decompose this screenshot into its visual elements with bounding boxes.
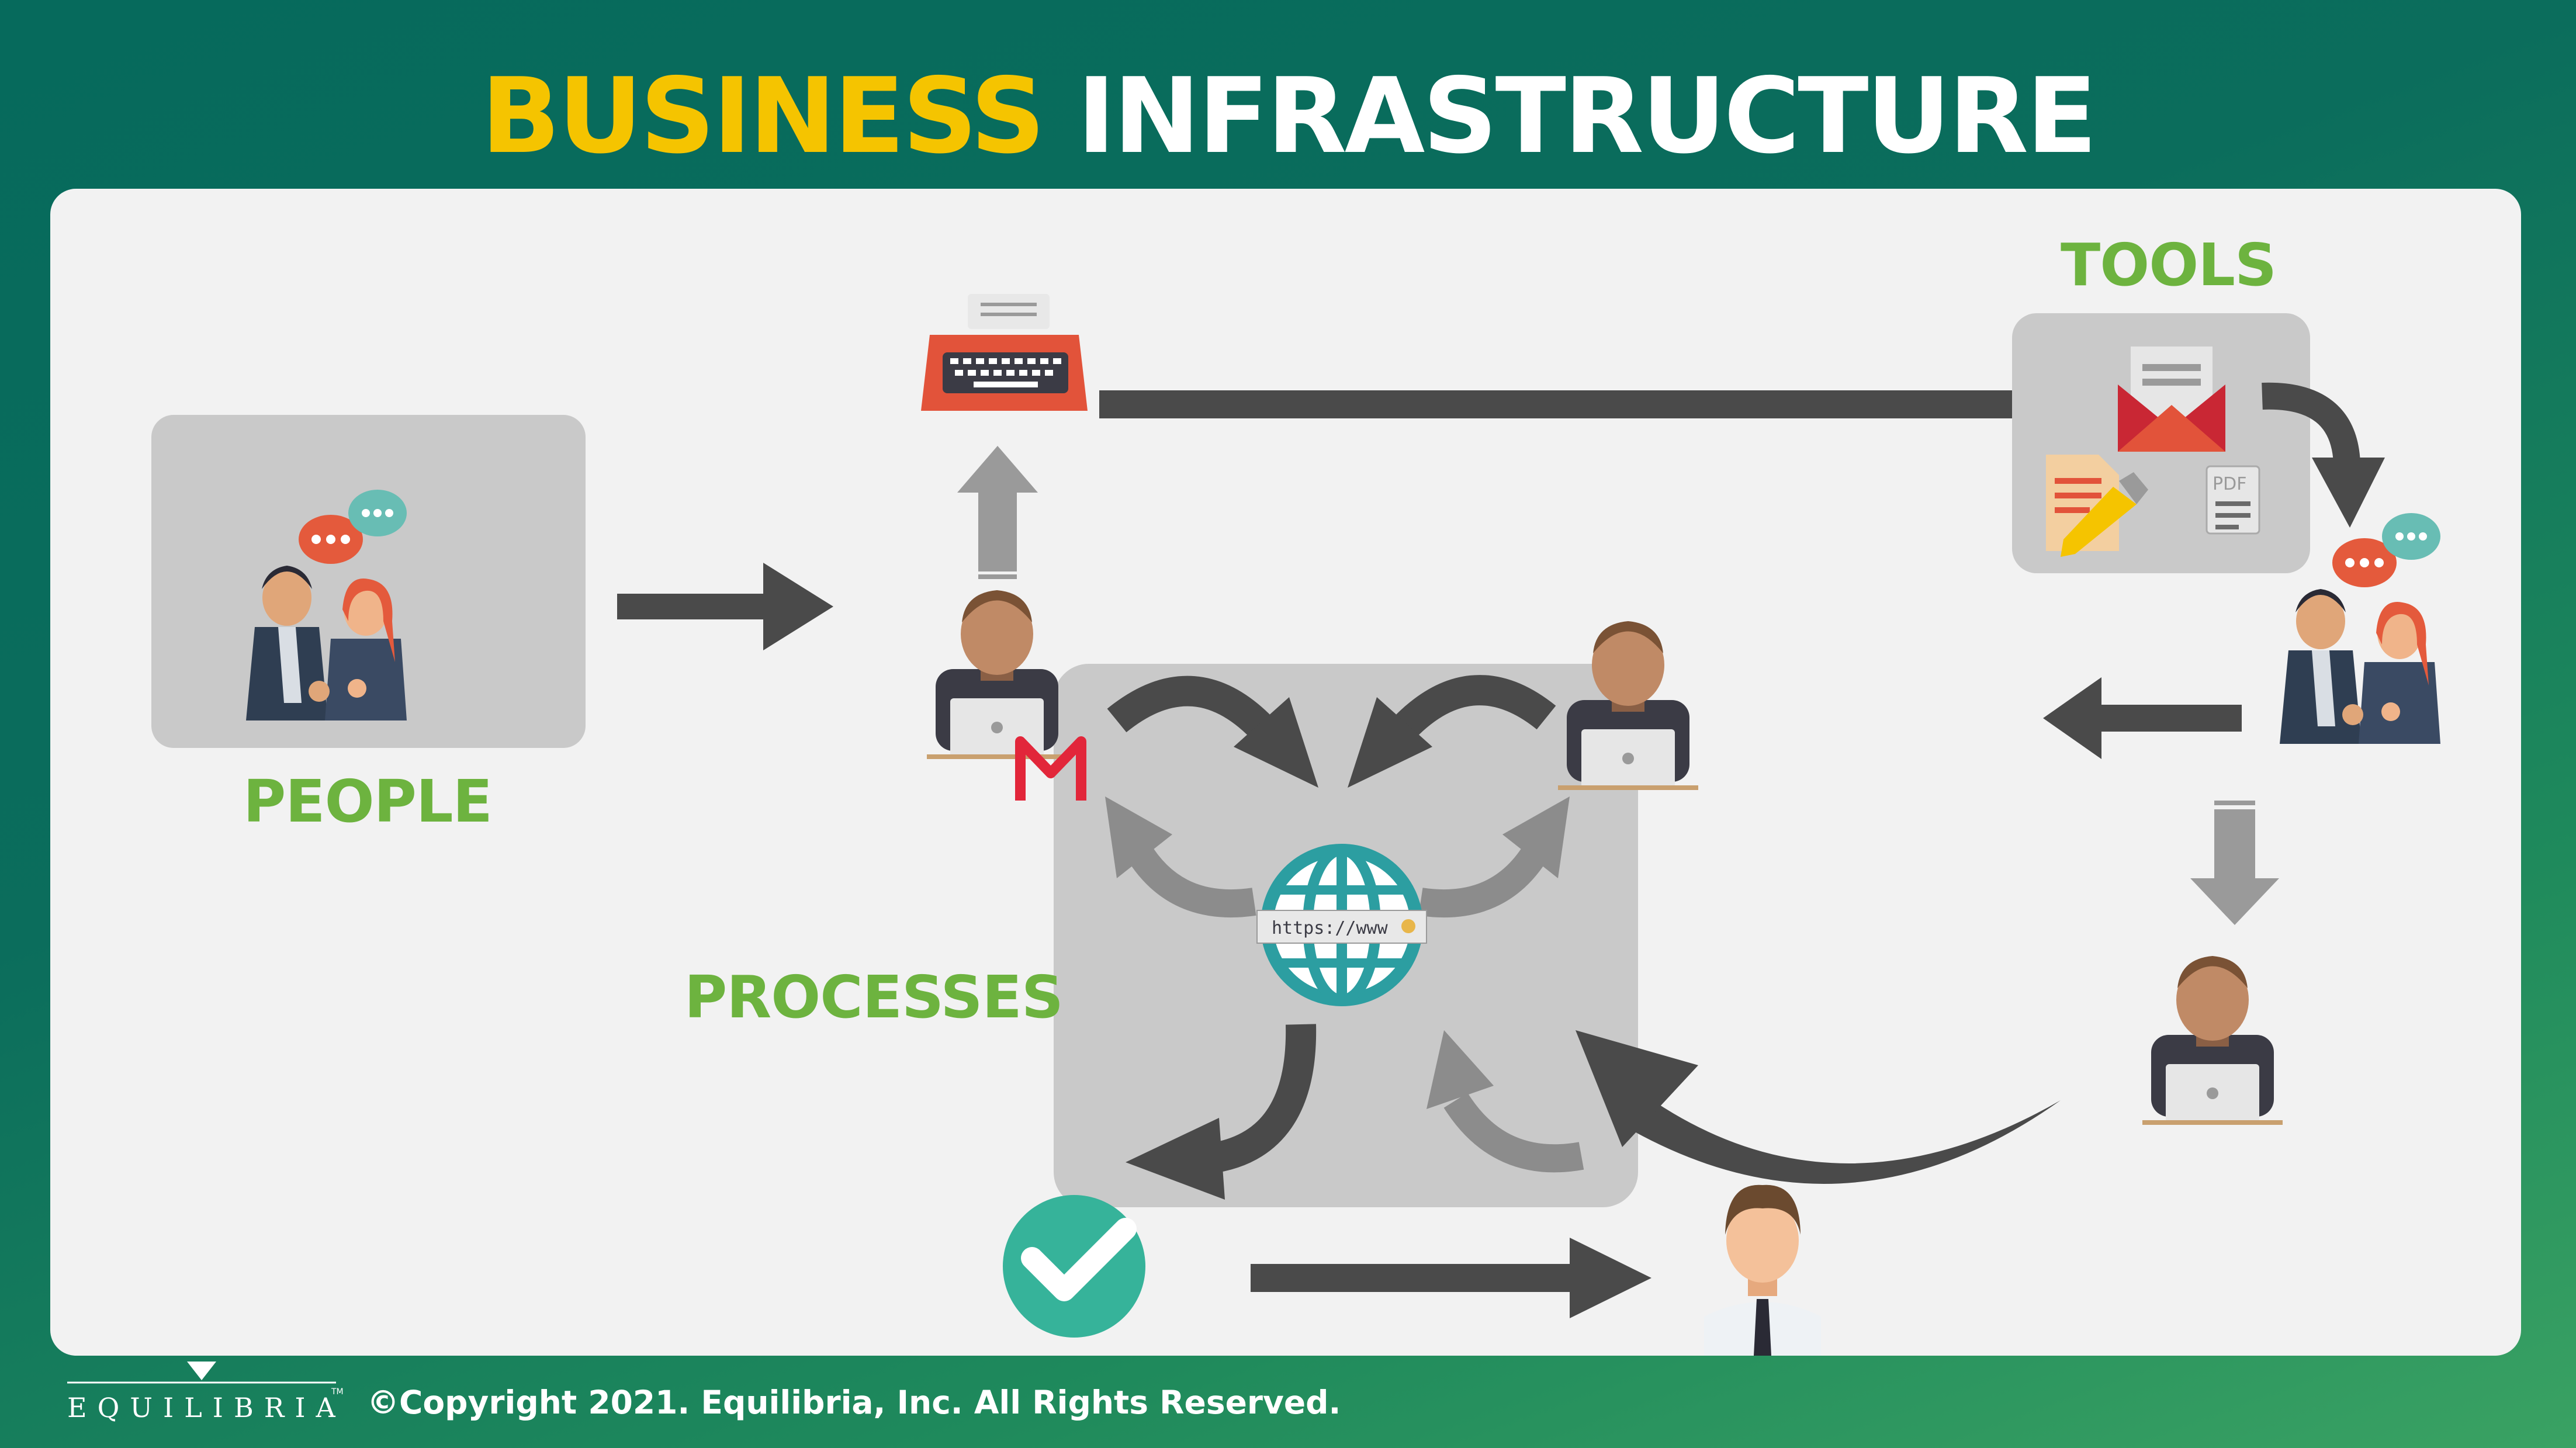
equilibria-logo: EQUILIBRIA TM	[67, 1362, 344, 1432]
person-laptop-icon-bottom-right	[2142, 956, 2283, 1125]
label-tools: TOOLS	[2061, 231, 2277, 299]
globe-www-icon: https://www	[1256, 844, 1427, 1006]
pdf-text: PDF	[2213, 474, 2246, 494]
person-laptop-icon-right	[1558, 621, 1698, 790]
label-people: PEOPLE	[243, 767, 493, 836]
title-word-infrastructure: INFRASTRUCTURE	[1076, 56, 2097, 176]
checkmark-icon	[1003, 1195, 1145, 1338]
curved-arrow-center-to-check	[1126, 1024, 1317, 1200]
copyright-text: ©Copyright 2021. Equilibria, Inc. All Ri…	[367, 1384, 1341, 1421]
arrow-down-to-worker	[2190, 801, 2279, 925]
globe-url-text: https://www	[1272, 918, 1389, 938]
arrow-typewriter-to-tools	[1099, 364, 2142, 445]
document-edit-icon	[2046, 455, 2148, 557]
curved-arrow-center-to-right	[1418, 796, 1570, 917]
arrow-people-to-left	[2043, 677, 2242, 759]
arrow-up-to-typewriter	[957, 446, 1038, 579]
arrow-people-to-processes	[617, 563, 833, 650]
logo-trademark: TM	[331, 1387, 344, 1397]
customer-icon	[1704, 1184, 1821, 1356]
slide-title: BUSINESS INFRASTRUCTURE	[0, 56, 2576, 176]
label-processes: PROCESSES	[684, 963, 1064, 1031]
diagram-panel: https://www PDF	[50, 189, 2521, 1356]
email-icon	[2118, 347, 2225, 452]
logo-chevron-icon	[67, 1362, 336, 1384]
title-word-business: BUSINESS	[481, 56, 1045, 176]
pdf-file-icon: PDF	[2205, 465, 2260, 535]
curved-arrow-left-to-center	[1107, 675, 1318, 788]
person-laptop-icon-left	[927, 590, 1067, 759]
curved-arrow-center-to-left	[1105, 796, 1256, 917]
curved-arrow-worker-to-processes	[1576, 1030, 2061, 1184]
gmail-icon	[1015, 736, 1086, 801]
curved-arrow-tools-to-people	[2262, 382, 2385, 528]
diagram-canvas: https://www PDF	[151, 294, 2440, 1356]
arrow-check-to-customer	[1251, 1238, 1651, 1318]
typewriter-icon	[921, 294, 1088, 411]
curved-arrow-bottom-to-center	[1427, 1030, 1584, 1173]
curved-arrow-right-to-center	[1348, 675, 1556, 788]
logo-text: EQUILIBRIA	[67, 1392, 346, 1423]
